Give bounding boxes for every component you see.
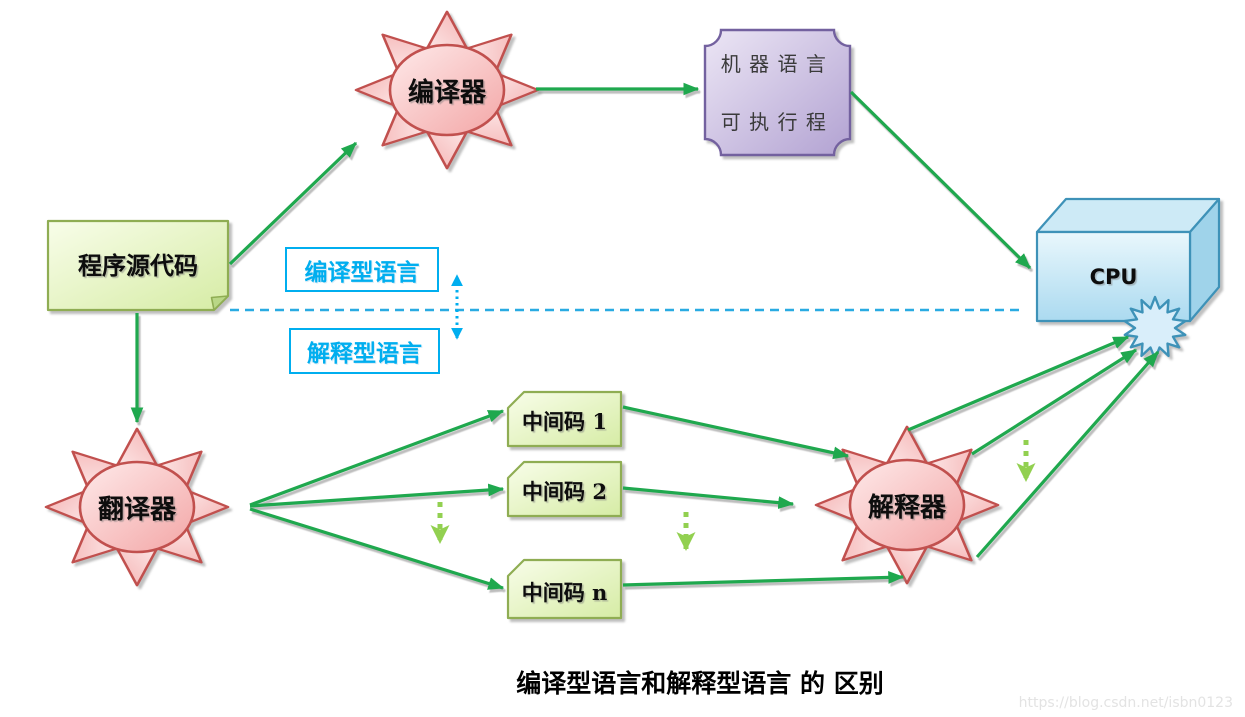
arrow-interpreter-to-cpu-3 — [975, 350, 1160, 559]
interpreted-language-label: 解释型语言 — [289, 328, 440, 374]
intermediate-n-label: 中间码 n — [521, 580, 608, 605]
intermediate-n-node — [506, 558, 623, 620]
arrow-icn-to-interpreter — [622, 571, 905, 587]
intermediate-2-node — [506, 460, 623, 518]
translator-sun — [44, 427, 230, 587]
arrow-translator-to-ic2 — [249, 483, 505, 508]
compiler-sun — [354, 10, 540, 170]
arrow-translator-to-icn — [249, 507, 505, 590]
intermediate-1-node — [506, 390, 623, 448]
cpu-label: CPU — [1089, 264, 1138, 289]
source-code-label: 程序源代码 — [78, 252, 198, 280]
arrow-ic1-to-interpreter — [622, 405, 850, 460]
compiled-language-label: 编译型语言 — [285, 247, 439, 292]
arrow-machine-to-cpu — [849, 90, 1032, 270]
arrow-ic2-to-interpreter — [622, 486, 795, 509]
interpreter-sun — [814, 425, 1000, 585]
source-code-node — [46, 219, 230, 312]
arrow-source-to-compiler — [228, 141, 358, 266]
machine-language-node — [703, 28, 852, 157]
watermark: https://blog.csdn.net/isbn0123 — [1018, 695, 1233, 711]
compiler-label: 编译器 — [407, 77, 486, 108]
intermediate-1-label: 中间码 1 — [522, 409, 607, 434]
arrow-interpreter-to-cpu-1 — [907, 335, 1130, 432]
intermediate-2-label: 中间码 2 — [522, 479, 607, 504]
arrow-translator-to-ic1 — [249, 409, 505, 507]
cpu-node — [1035, 197, 1221, 361]
flow-arrows — [130, 82, 1160, 590]
translator-label: 翻译器 — [97, 494, 176, 525]
machine-language-line1: 机器语言 — [720, 51, 835, 76]
interpreter-label: 解释器 — [867, 492, 946, 523]
arrow-interpreter-to-cpu-2 — [971, 348, 1138, 456]
diagram-title: 编译型语言和解释型语言 的 区别 — [516, 669, 884, 698]
machine-language-line2: 可执行程 — [720, 109, 835, 134]
